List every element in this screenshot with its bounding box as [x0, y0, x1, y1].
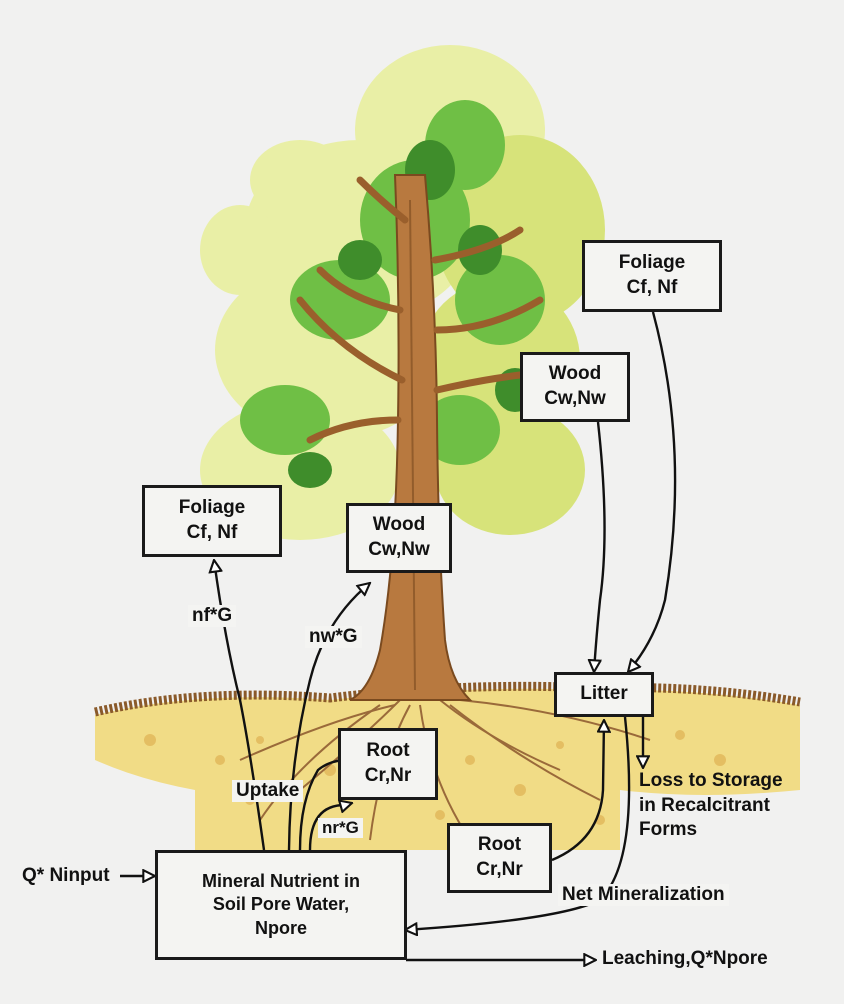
foliage-top-label: Foliage [619, 251, 686, 276]
foliage-box-top: Foliage Cf, Nf [582, 240, 722, 312]
uptake-label: Uptake [232, 780, 303, 802]
loss-line2: in Recalcitrant [639, 794, 783, 819]
root-mid-vars: Cr,Nr [365, 764, 411, 789]
foliage-left-vars: Cf, Nf [187, 521, 238, 546]
leaching-label: Leaching,Q*Npore [602, 948, 768, 970]
wood-top-vars: Cw,Nw [544, 387, 606, 412]
foliage-to-litter-arrow [628, 312, 675, 672]
wood-box-top: Wood Cw,Nw [520, 352, 630, 422]
foliage-top-vars: Cf, Nf [627, 276, 678, 301]
foliage-left-label: Foliage [179, 496, 246, 521]
soil-line3: Npore [255, 917, 307, 940]
root-mid-label: Root [366, 739, 409, 764]
nw-g-label: nw*G [305, 626, 362, 648]
net-mineralization-label: Net Mineralization [558, 884, 729, 906]
soil-line1: Mineral Nutrient in [202, 870, 360, 893]
loss-line3: Forms [639, 818, 783, 843]
root-low-vars: Cr,Nr [476, 858, 522, 883]
wood-to-litter-arrow [594, 422, 605, 672]
nr-g-label: nr*G [318, 818, 363, 838]
foliage-box-left: Foliage Cf, Nf [142, 485, 282, 557]
wood-mid-label: Wood [373, 513, 425, 538]
wood-top-label: Wood [549, 362, 601, 387]
wood-mid-vars: Cw,Nw [368, 538, 430, 563]
soil-pore-water-box: Mineral Nutrient in Soil Pore Water, Npo… [155, 850, 407, 960]
root-low-label: Root [478, 833, 521, 858]
root-box-low: Root Cr,Nr [447, 823, 552, 893]
nf-g-label: nf*G [188, 605, 236, 627]
input-label: Q* Ninput [22, 865, 110, 887]
wood-box-mid: Wood Cw,Nw [346, 503, 452, 573]
litter-box: Litter [554, 672, 654, 717]
loss-label: Loss to Storage in Recalcitrant Forms [639, 769, 783, 843]
loss-line1: Loss to Storage [639, 769, 783, 794]
soil-line2: Soil Pore Water, [213, 893, 349, 916]
root-box-mid: Root Cr,Nr [338, 728, 438, 800]
litter-label: Litter [580, 682, 628, 707]
